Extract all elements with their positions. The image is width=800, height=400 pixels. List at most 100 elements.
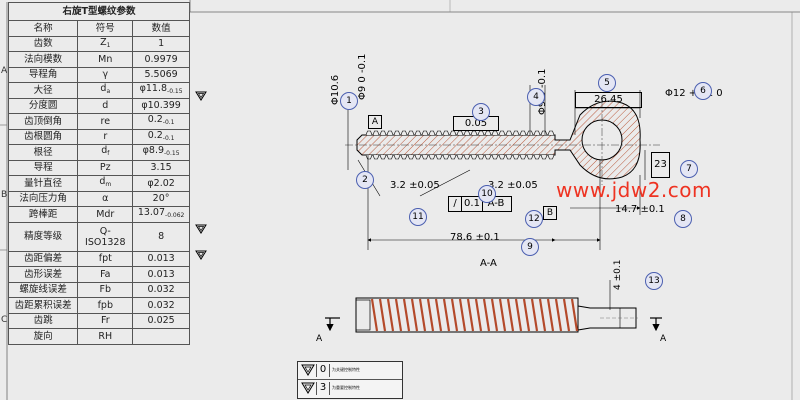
- thread-tooth: [365, 154, 373, 160]
- cell-name-text: 齿根圆角: [24, 131, 63, 143]
- cell-value-text: 0.013: [147, 253, 175, 265]
- cell-value-text: φ8.9: [142, 145, 165, 157]
- thread-tooth: [393, 154, 401, 160]
- callout-balloon: 7: [680, 160, 698, 178]
- thread-tooth: [407, 130, 415, 136]
- thread-helix: [378, 298, 387, 332]
- dim-14-7: 14.7 ±0.1: [615, 204, 665, 215]
- dim-3-2-right: 3.2 ±0.05: [488, 180, 538, 191]
- cell-symbol-text: Fa: [100, 268, 111, 280]
- cell-name: 旋向: [7, 328, 79, 345]
- cell-name-text: 齿形误差: [24, 268, 63, 280]
- thread-tooth: [386, 130, 394, 136]
- key-characteristic-icon: [195, 91, 207, 101]
- thread-tooth: [484, 154, 492, 160]
- thread-helix: [458, 298, 467, 332]
- thread-tooth: [505, 154, 513, 160]
- key-characteristic-icon: [195, 224, 207, 234]
- thread-helix: [418, 298, 427, 332]
- thread-helix: [466, 298, 475, 332]
- cell-symbol-text: re: [100, 115, 111, 127]
- thread-tooth: [379, 130, 387, 136]
- cell-value-text: 5.5069: [144, 69, 178, 81]
- thread-helix: [394, 298, 403, 332]
- callout-balloon: 2: [356, 171, 374, 189]
- thread-tooth: [393, 130, 401, 136]
- thread-helix: [506, 298, 515, 332]
- callout-balloon: 1: [340, 92, 358, 110]
- thread-tooth: [435, 154, 443, 160]
- zone-letter-b: B: [1, 190, 8, 200]
- thread-tooth: [463, 154, 471, 160]
- legend-row: 3 为重要控制特性: [298, 380, 402, 397]
- thread-tooth: [379, 154, 387, 160]
- callout-balloon: 11: [409, 208, 427, 226]
- legend-num: 3: [316, 382, 330, 395]
- thread-helix: [554, 298, 563, 332]
- thread-tooth: [386, 154, 394, 160]
- thread-tooth: [484, 130, 492, 136]
- table-title: 右旋T型螺纹参数: [8, 2, 190, 21]
- cell-symbol: Q- ISO1328: [77, 221, 134, 252]
- thread-tooth: [414, 154, 422, 160]
- thread-helix: [570, 298, 579, 332]
- thread-tooth: [372, 154, 380, 160]
- callout-balloon: 13: [645, 272, 663, 290]
- thread-tooth: [372, 130, 380, 136]
- cell-symbol-text: γ: [102, 69, 109, 81]
- cut-label-a-right: A: [660, 334, 667, 344]
- cell-symbol-subscript: 1: [106, 41, 111, 49]
- cell-name: 分度圆: [7, 97, 79, 114]
- thread-tooth: [491, 130, 499, 136]
- cell-symbol-text: Fr: [100, 315, 110, 327]
- cell-symbol-text: Mn: [98, 53, 113, 65]
- thread-helix: [434, 298, 443, 332]
- callout-balloon: 10: [478, 185, 496, 203]
- thread-tooth: [414, 130, 422, 136]
- cell-value-text: 8: [158, 231, 165, 242]
- thread-helix: [498, 298, 507, 332]
- cell-symbol-text: d: [100, 83, 107, 95]
- cell-value-text: φ2.02: [147, 177, 175, 189]
- thread-helix: [514, 298, 523, 332]
- key-characteristic-icon: [301, 382, 315, 394]
- thread-helix: [546, 298, 555, 332]
- cell-symbol-subscript: m: [105, 181, 112, 189]
- thread-tooth: [547, 130, 555, 136]
- legend-text: 为重要控制特性: [332, 385, 360, 390]
- thread-tooth: [449, 130, 457, 136]
- thread-tooth: [498, 130, 506, 136]
- dim-4: 4 ±0.1: [613, 259, 623, 290]
- callout-balloon: 6: [694, 82, 712, 100]
- thread-tooth: [456, 130, 464, 136]
- thread-helix: [410, 298, 419, 332]
- cell-value-subscript: -0.15: [167, 88, 183, 96]
- thread-tooth: [519, 130, 527, 136]
- cell-value-text: 0.025: [147, 315, 175, 327]
- thread-tooth: [477, 154, 485, 160]
- thread-tooth: [477, 130, 485, 136]
- thread-tooth: [519, 154, 527, 160]
- cell-name-text: 根径: [33, 146, 53, 158]
- cell-symbol: RH: [77, 328, 134, 345]
- key-characteristic-icon: [195, 250, 207, 260]
- thread-helix: [530, 298, 539, 332]
- cell-symbol-text: Fb: [99, 284, 112, 296]
- thread-helix: [490, 298, 499, 332]
- cell-name-text: 导程: [33, 162, 53, 174]
- cell-value-text: 20°: [152, 193, 170, 205]
- cell-value-text: 0.2: [147, 114, 163, 126]
- cell-value-text: 0.013: [147, 268, 175, 280]
- callout-balloon: 5: [598, 74, 616, 92]
- thread-helix: [522, 298, 531, 332]
- cell-name-text: 齿跳: [33, 315, 53, 327]
- thread-tooth: [435, 130, 443, 136]
- cell-name-text: 导程角: [28, 69, 58, 81]
- cell-name-text: 齿距累积误差: [14, 299, 72, 311]
